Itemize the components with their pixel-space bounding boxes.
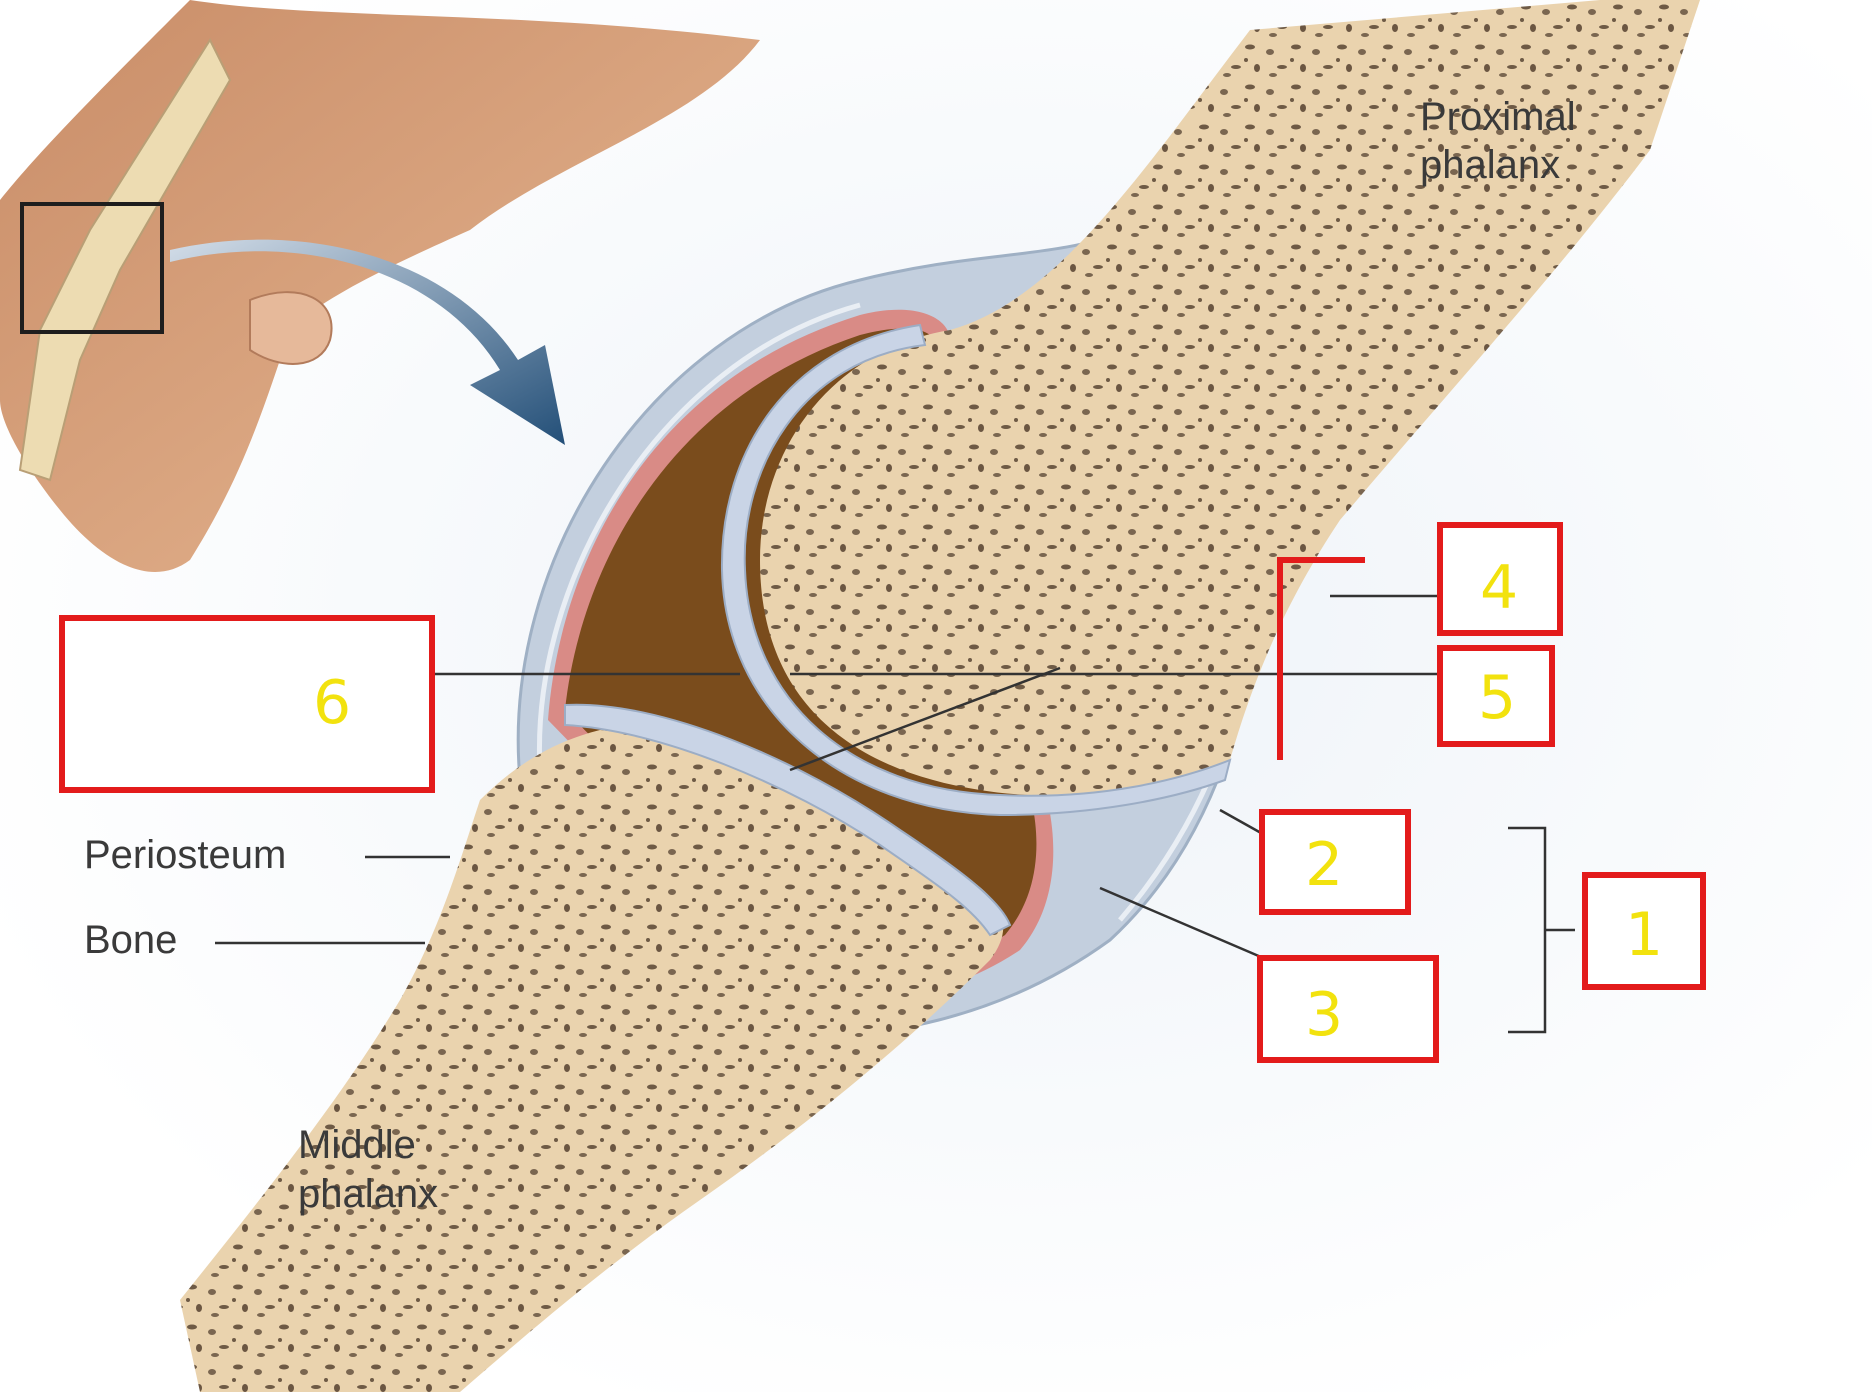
middle-phalanx-label-line1: Middle [298,1123,416,1167]
answer-number: 3 [1305,980,1343,1050]
periosteum-label: Periosteum [84,833,286,877]
answer-number: 2 [1305,830,1343,900]
answer-box-4[interactable]: 4 [1437,522,1563,636]
leader-cartilage [789,666,1061,772]
answer-box-3[interactable]: 3 [1257,955,1439,1063]
answer-number: 6 [313,668,351,738]
answer-number: 5 [1478,663,1516,733]
middle-phalanx [180,703,1012,1392]
answer-box-6[interactable]: 6 [59,615,435,793]
leader-3 [1099,886,1269,962]
answer-number: 4 [1480,553,1518,623]
proximal-phalanx-label-line2: phalanx [1420,143,1560,187]
answer-box-1[interactable]: 1 [1582,872,1706,990]
answer-number: 1 [1625,900,1663,970]
bone-label: Bone [84,918,177,962]
curved-arrow-icon [170,239,565,445]
middle-phalanx-label-line2: phalanx [298,1172,438,1216]
pointing-hand-icon [0,0,760,572]
proximal-phalanx-label-line1: Proximal [1420,95,1576,139]
detail-box [20,202,164,334]
answer-box-2[interactable]: 2 [1259,809,1411,915]
proximal-phalanx [720,0,1700,817]
red-bracket [1277,557,1365,760]
answer-box-5[interactable]: 5 [1437,645,1555,747]
